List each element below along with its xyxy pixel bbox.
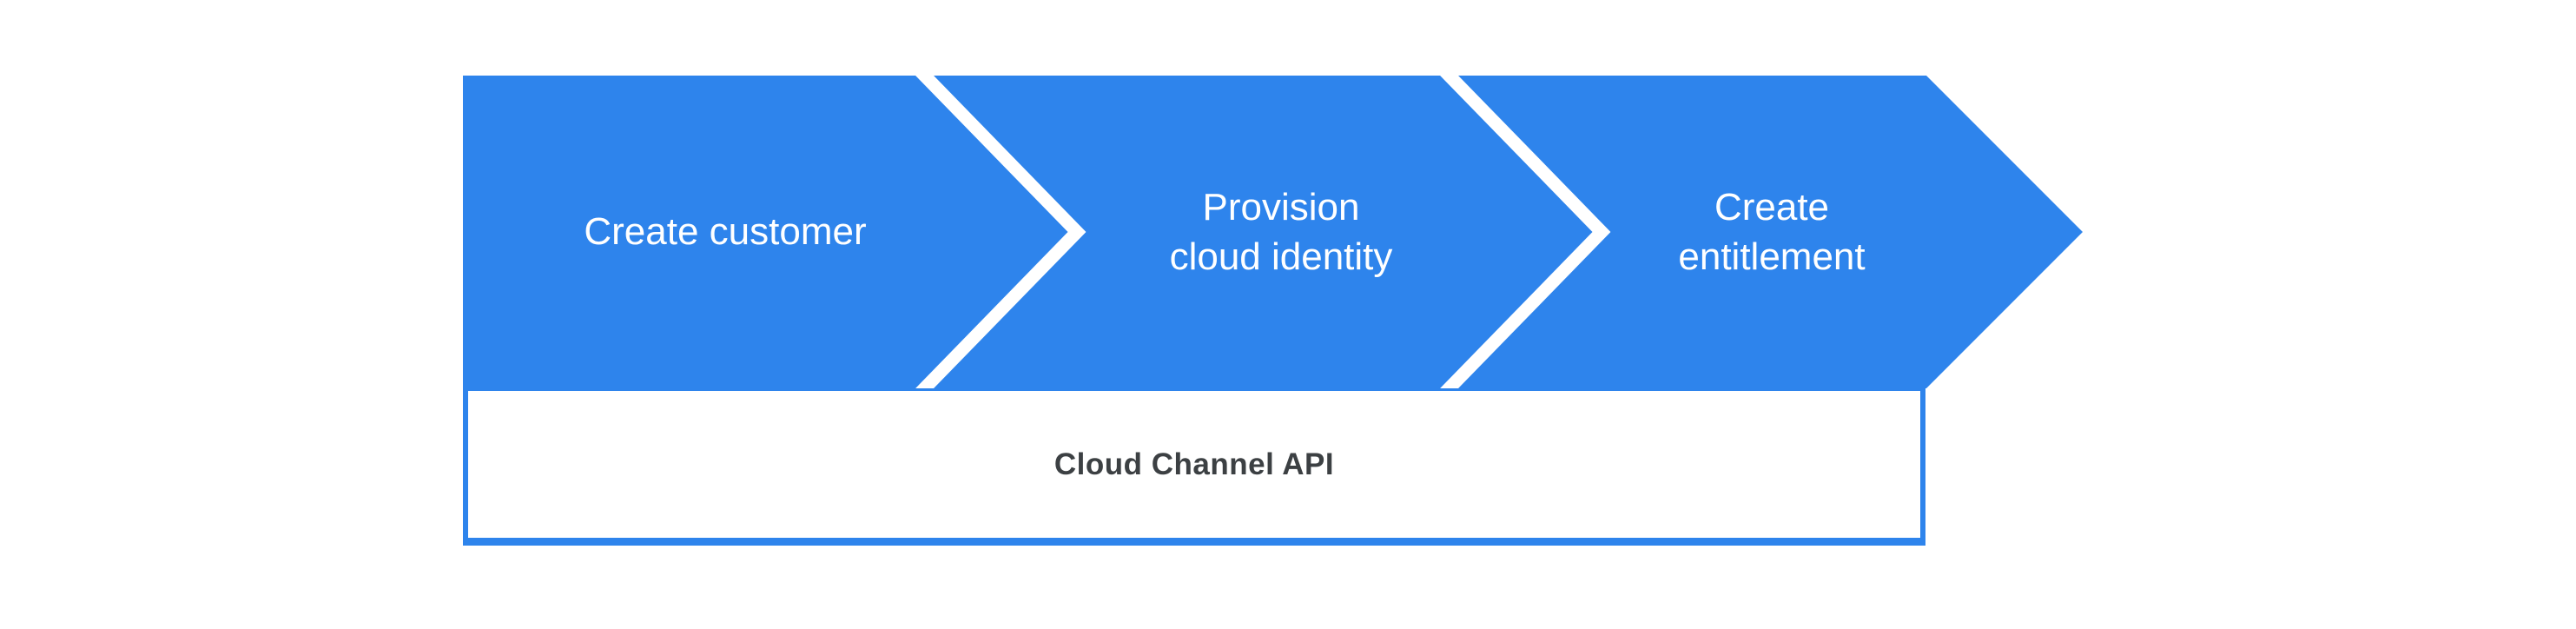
cloud-channel-api-label: Cloud Channel API (1054, 447, 1335, 481)
cloud-channel-api-box: Cloud Channel API (463, 388, 1925, 546)
chevron-divider-1 (905, 76, 1087, 388)
arrow-body (463, 76, 2083, 388)
chevron-divider-2 (1430, 76, 1611, 388)
